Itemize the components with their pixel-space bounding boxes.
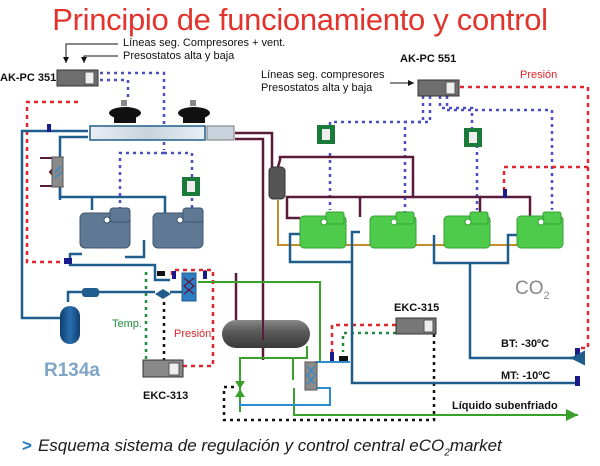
label-presion-top: Presión xyxy=(520,69,558,81)
label-ak-pc-551: AK-PC 551 xyxy=(400,53,457,65)
signal-lines-315 xyxy=(222,323,436,422)
figure-caption: > Esquema sistema de regulación y control… xyxy=(22,436,502,458)
controller-ekc-313 xyxy=(142,359,184,378)
gas-cooler xyxy=(206,125,235,141)
pressure-line-551 xyxy=(460,85,590,350)
label-ak-pc-351: AK-PC 351 xyxy=(0,72,57,84)
condenser-fan-1 xyxy=(109,100,141,123)
compressor-r134a-1 xyxy=(79,207,131,249)
co2-text: CO xyxy=(515,278,544,299)
caption-text-end: market xyxy=(449,436,502,455)
label-mt: MT: -10ºC xyxy=(501,370,551,382)
condenser xyxy=(89,125,206,141)
annotation-pressostats-351: Presostatos alta y baja xyxy=(123,50,235,62)
annotation-lines-351: Líneas seg. Compresores + vent. xyxy=(123,37,286,49)
cascade-heat-exchanger xyxy=(181,272,197,302)
expansion-valve xyxy=(155,289,171,299)
caption-arrow-icon: > xyxy=(22,436,32,455)
r134a-receiver xyxy=(60,306,80,344)
compressor-r134a-2 xyxy=(152,207,204,249)
label-ekc-313: EKC-313 xyxy=(143,390,189,402)
controller-ak-pc-551 xyxy=(417,79,460,97)
compressor-co2-2 xyxy=(369,211,417,249)
sensor-box-3 xyxy=(464,128,482,147)
sensor-box-2 xyxy=(317,125,335,144)
temperature-sensors xyxy=(157,271,348,361)
signal-lines-351 xyxy=(100,71,194,210)
heat-exchanger-left xyxy=(40,156,65,188)
label-liquido-subenfriado: Líquido subenfriado xyxy=(452,400,558,412)
annotation-arrows-left xyxy=(63,43,118,63)
annotation-pressostats-551: Presostatos alta y baja xyxy=(261,82,373,94)
compressor-co2-4 xyxy=(516,211,564,249)
compressor-co2-3 xyxy=(443,211,491,249)
co2-expansion-valve xyxy=(235,381,245,397)
controller-ak-pc-351 xyxy=(56,69,99,87)
co2-receiver xyxy=(222,320,310,348)
sensor-box-1 xyxy=(182,177,200,196)
page-title: Principio de funcionamiento y control xyxy=(52,2,548,37)
label-temp: Temp. xyxy=(112,318,142,330)
signal-lines-313 xyxy=(144,268,215,368)
filter-drier xyxy=(82,288,99,297)
label-presion-left: Presión xyxy=(174,328,212,340)
compressor-co2-1 xyxy=(299,211,347,249)
co2-hot-gas-piping xyxy=(234,131,532,360)
pressure-line-351 xyxy=(25,100,78,264)
co2-cold-piping xyxy=(239,361,350,406)
co2-subscript: 2 xyxy=(543,289,550,302)
annotation-lines-551: Líneas seg. compresores xyxy=(261,69,385,81)
co2-suction-piping xyxy=(288,230,576,385)
label-co2: CO2 xyxy=(515,278,550,302)
subcooler-heat-exchanger xyxy=(304,361,318,391)
controller-ekc-315 xyxy=(395,317,437,335)
caption-subscript: 2 xyxy=(444,447,450,459)
condenser-fan-2 xyxy=(178,100,210,123)
label-bt: BT: -30ºC xyxy=(501,338,550,350)
label-ekc-315: EKC-315 xyxy=(394,302,440,314)
label-r134a: R134a xyxy=(44,360,100,381)
oil-separator xyxy=(268,166,286,200)
caption-text: Esquema sistema de regulación y control … xyxy=(37,436,445,455)
